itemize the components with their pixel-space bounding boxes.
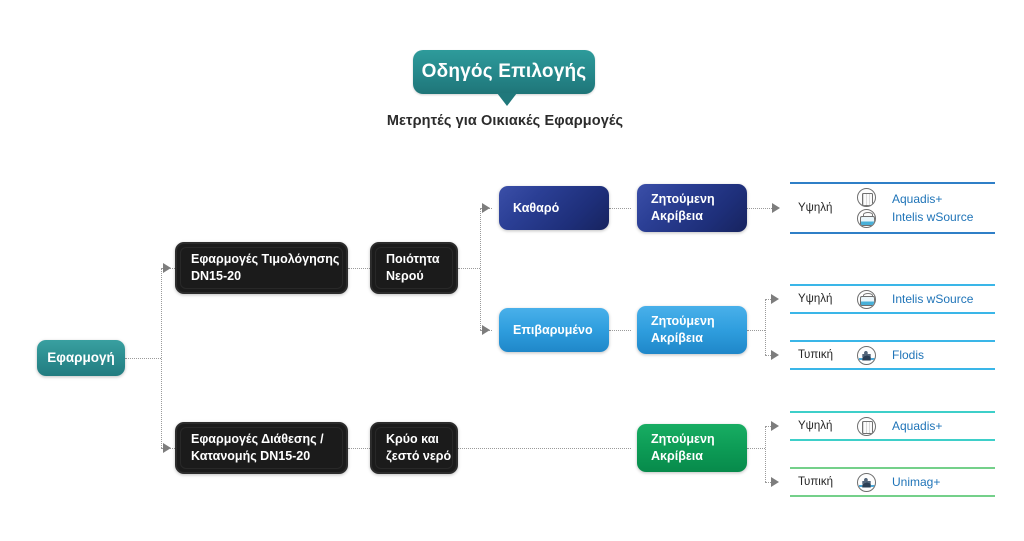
arrow-to-distribution-icon (163, 443, 171, 453)
result-rule-bottom (790, 495, 995, 497)
product-name[interactable]: Intelis wSource (892, 291, 974, 306)
product-name[interactable]: Flodis (892, 347, 925, 362)
node-accuracy-clean-label: Ζητούμενη Ακρίβεια (651, 192, 715, 223)
arrow-to-result-coldhot-high-icon (771, 421, 779, 431)
connector-billing-quality (348, 268, 370, 269)
node-distribution-applications-label: Εφαρμογές Διάθεσης / Κατανομής DN15-20 (191, 432, 324, 463)
connector-loaded-accuracy (609, 330, 631, 331)
connector-coldhot-accuracy (458, 448, 631, 449)
result-row-loaded-standard[interactable]: Τυπική Flodis (790, 340, 995, 370)
guide-badge: Οδηγός Επιλογής (413, 50, 595, 94)
result-grade: Τυπική (798, 349, 833, 361)
flodis-meter-icon (856, 345, 876, 365)
result-row-coldhot-high[interactable]: Υψηλή Aquadis+ (790, 411, 995, 441)
node-accuracy-loaded-label: Ζητούμενη Ακρίβεια (651, 314, 715, 345)
node-clean-water[interactable]: Καθαρό (499, 186, 609, 230)
node-loaded-water[interactable]: Επιβαρυμένο (499, 308, 609, 352)
node-distribution-applications[interactable]: Εφαρμογές Διάθεσης / Κατανομής DN15-20 (175, 422, 348, 474)
node-cold-hot-water[interactable]: Κρύο και ζεστό νερό (370, 422, 458, 474)
node-accuracy-coldhot[interactable]: Ζητούμενη Ακρίβεια (637, 424, 747, 472)
aquadis-meter-icon (856, 416, 876, 436)
result-rule-top (790, 284, 995, 286)
aquadis-meter-icon (856, 188, 876, 207)
result-row-clean-high[interactable]: Υψηλή Aquadis+ Intelis wSource (790, 182, 995, 234)
node-loaded-water-label: Επιβαρυμένο (513, 322, 593, 337)
connector-accuracy-loaded-out (747, 330, 765, 331)
node-cold-hot-water-label: Κρύο και ζεστό νερό (386, 432, 452, 463)
result-row-coldhot-standard[interactable]: Τυπική Unimag+ (790, 467, 995, 497)
result-product-names: Unimag+ (886, 474, 995, 490)
connector-root-split (161, 268, 162, 448)
product-name[interactable]: Intelis wSource (892, 209, 974, 224)
arrow-to-result-clean-high-icon (772, 203, 780, 213)
result-product-names: Flodis (886, 347, 995, 363)
arrow-to-result-loaded-standard-icon (771, 350, 779, 360)
node-billing-applications[interactable]: Εφαρμογές Τιμολόγησης DN15-20 (175, 242, 348, 294)
wsource-meter-icon (856, 289, 876, 309)
arrow-to-clean-icon (482, 203, 490, 213)
connector-to-coldhot-high (765, 426, 773, 427)
connector-accuracy-coldhot-out (747, 448, 765, 449)
arrow-to-billing-icon (163, 263, 171, 273)
result-product-names: Intelis wSource (886, 291, 995, 307)
product-name[interactable]: Unimag+ (892, 474, 941, 489)
connector-quality-split (480, 208, 481, 330)
flodis-meter-icon (856, 472, 876, 492)
guide-badge-tail-icon (497, 93, 517, 106)
result-product-names: Aquadis+ (886, 418, 995, 434)
page-subtitle: Μετρητές για Οικιακές Εφαρμογές (386, 113, 624, 129)
result-rule-bottom (790, 312, 995, 314)
result-icons (846, 345, 886, 365)
result-row-loaded-high[interactable]: Υψηλή Intelis wSource (790, 284, 995, 314)
node-root[interactable]: Εφαρμογή (37, 340, 125, 376)
wsource-meter-icon (856, 209, 876, 228)
arrow-to-result-coldhot-standard-icon (771, 477, 779, 487)
connector-to-loaded-high (765, 299, 773, 300)
result-icons (846, 416, 886, 436)
result-grade: Υψηλή (798, 293, 833, 305)
connector-clean-accuracy (609, 208, 631, 209)
node-accuracy-clean[interactable]: Ζητούμενη Ακρίβεια (637, 184, 747, 232)
connector-quality-out (458, 268, 480, 269)
result-product-names: Aquadis+ Intelis wSource (886, 191, 995, 224)
result-icons (846, 472, 886, 492)
connector-to-loaded-standard (765, 355, 773, 356)
result-icons (846, 188, 886, 228)
node-water-quality-label: Ποιότητα Νερού (386, 252, 440, 283)
node-clean-water-label: Καθαρό (513, 200, 560, 215)
connector-accuracy-loaded-split (765, 299, 766, 355)
result-rule-bottom (790, 232, 995, 234)
result-icons (846, 289, 886, 309)
result-rule-bottom (790, 439, 995, 441)
result-rule-top (790, 340, 995, 342)
result-rule-top (790, 182, 995, 184)
node-billing-applications-label: Εφαρμογές Τιμολόγησης DN15-20 (191, 252, 340, 283)
arrow-to-loaded-icon (482, 325, 490, 335)
node-accuracy-loaded[interactable]: Ζητούμενη Ακρίβεια (637, 306, 747, 354)
result-grade: Υψηλή (798, 202, 833, 214)
product-name[interactable]: Aquadis+ (892, 418, 943, 433)
guide-badge-label: Οδηγός Επιλογής (421, 61, 587, 82)
connector-root-out (125, 358, 161, 359)
node-root-label: Εφαρμογή (47, 349, 115, 365)
connector-distribution-coldhot (348, 448, 370, 449)
connector-accuracy-clean-result (747, 208, 772, 209)
result-grade: Τυπική (798, 476, 833, 488)
result-rule-top (790, 467, 995, 469)
result-grade: Υψηλή (798, 420, 833, 432)
node-accuracy-coldhot-label: Ζητούμενη Ακρίβεια (651, 432, 715, 463)
result-rule-bottom (790, 368, 995, 370)
result-rule-top (790, 411, 995, 413)
arrow-to-result-loaded-high-icon (771, 294, 779, 304)
node-water-quality[interactable]: Ποιότητα Νερού (370, 242, 458, 294)
product-name[interactable]: Aquadis+ (892, 192, 943, 207)
connector-accuracy-coldhot-split (765, 426, 766, 482)
connector-to-coldhot-standard (765, 482, 773, 483)
